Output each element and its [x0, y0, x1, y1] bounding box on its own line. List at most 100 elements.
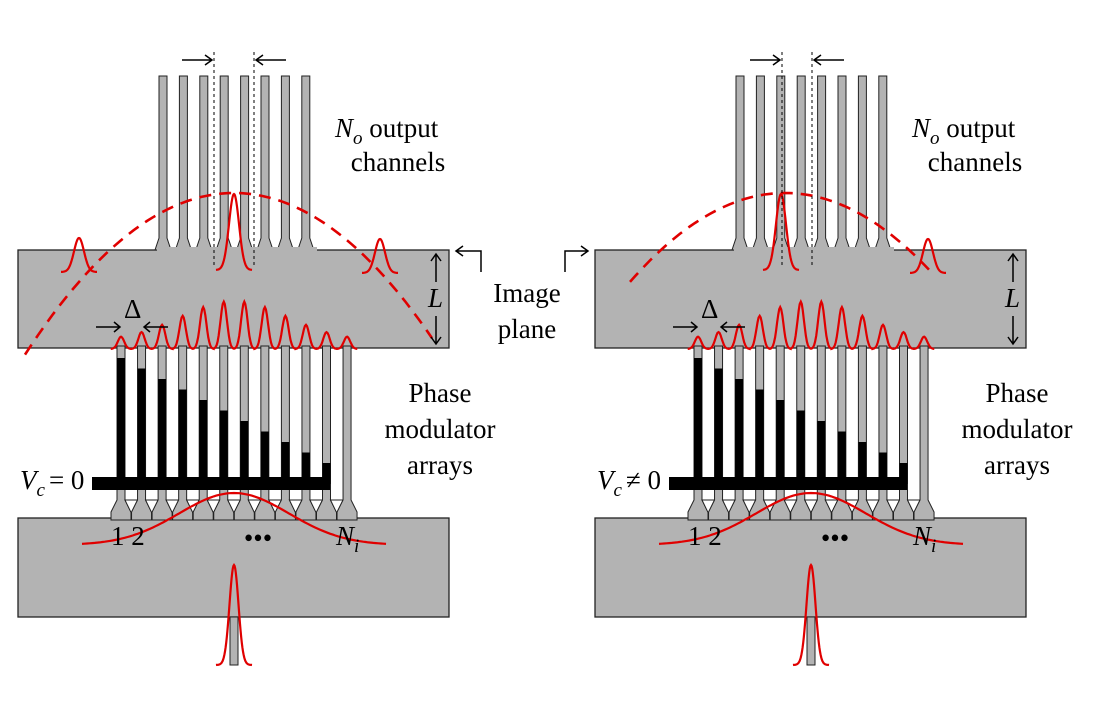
output-channels-label-line1: No output: [911, 113, 1016, 149]
output-label-rest: output: [940, 113, 1016, 143]
side-diffraction-order-right: [910, 237, 946, 274]
output-channel: [256, 75, 274, 251]
voltage-relation: = 0: [49, 465, 84, 495]
electrode-bar: [158, 379, 167, 484]
image-plane-label-line1: Image: [493, 278, 560, 308]
input-index-first: 1 2: [688, 521, 722, 551]
output-channel: [276, 75, 295, 251]
output-channels-label-line1: No output: [334, 113, 439, 149]
electrode-bar: [694, 358, 702, 484]
electrode-bar: [776, 400, 785, 484]
electrode-bar: [858, 442, 867, 484]
length-arrow-up-icon: [1007, 252, 1019, 282]
electrode-bar: [796, 410, 805, 484]
pitch-arrow-left-icon: [719, 321, 745, 333]
output-channel: [792, 75, 810, 251]
length-label: L: [1004, 283, 1020, 313]
output-count-subscript: o: [353, 128, 363, 149]
phase-label-line1: Phase: [409, 378, 472, 408]
length-arrow-down-icon: [430, 316, 442, 346]
phase-label-line3: arrays: [984, 450, 1050, 480]
pitch-label: Δ: [124, 294, 141, 324]
voltage-subscript: c: [37, 480, 46, 501]
voltage-symbol: V: [597, 465, 617, 495]
length-arrow-down-icon: [1007, 316, 1019, 346]
input-count-label: Ni: [912, 521, 936, 557]
far-field-envelope: [629, 191, 930, 283]
electrode-bar: [260, 431, 269, 484]
main-diffraction-order: [215, 192, 253, 271]
input-channel: [336, 345, 358, 521]
electrode-bar: [301, 452, 310, 484]
electrode-bar: [240, 421, 249, 484]
input-ellipsis: •••: [821, 523, 849, 553]
electrode-bar: [755, 389, 764, 484]
electrode-bus: [669, 477, 907, 490]
window-arrow-left-icon: [254, 54, 286, 66]
image-plane-label-line2: plane: [498, 314, 556, 344]
panel-right-vc-nonzero: No outputchannelsPhasemodulatorarraysLΔV…: [594, 52, 1073, 667]
output-channel-base: [157, 247, 317, 252]
pitch-arrow-right-icon: [96, 321, 122, 333]
electrode-bar: [837, 431, 846, 484]
coupler-field-envelope: [658, 491, 964, 545]
phase-label-line2: modulator: [962, 414, 1073, 444]
electrode-bus: [92, 477, 330, 490]
phase-modulator-electrodes: [92, 358, 331, 490]
input-channel: [316, 345, 337, 521]
voltage-symbol: V: [20, 465, 40, 495]
input-channel: [872, 345, 894, 521]
input-count-symbol: N: [335, 521, 356, 551]
voltage-subscript: c: [614, 480, 623, 501]
input-channel: [851, 345, 873, 521]
output-channel: [731, 75, 749, 251]
electrode-bar: [137, 368, 146, 484]
phase-label-line1: Phase: [986, 378, 1049, 408]
image-plane-marker-right: [564, 245, 590, 272]
output-slab-region: [594, 249, 1027, 349]
window-arrow-right-icon: [182, 54, 214, 66]
channel-field-peaks: [687, 298, 935, 351]
side-diffraction-order-right: [362, 237, 398, 274]
coupler-field-envelope: [81, 491, 387, 545]
output-channels: [731, 75, 894, 252]
image-plane-marker-left: [454, 245, 482, 272]
electrode-bar: [878, 452, 887, 484]
pitch-arrow-right-icon: [673, 321, 699, 333]
input-waveguide: [229, 616, 239, 666]
voltage-label: Vc= 0: [20, 465, 84, 501]
input-channel: [295, 345, 317, 521]
pitch-label: Δ: [701, 294, 718, 324]
output-count-subscript: o: [930, 128, 940, 149]
output-label-rest: output: [363, 113, 439, 143]
electrode-bar: [735, 379, 744, 484]
input-ellipsis: •••: [244, 523, 272, 553]
length-arrow-up-icon: [430, 252, 442, 282]
channel-field-peaks: [110, 298, 358, 351]
electrode-bar: [219, 410, 228, 484]
electrode-bar: [817, 421, 826, 484]
output-slab-region: [17, 249, 450, 349]
input-field-profile: [792, 563, 830, 667]
input-count-symbol: N: [912, 521, 933, 551]
output-channels-label-line2: channels: [351, 147, 445, 177]
output-channels: [154, 75, 317, 252]
phase-modulator-electrodes: [669, 358, 908, 490]
output-channels-label-line2: channels: [928, 147, 1022, 177]
phase-label-line2: modulator: [385, 414, 496, 444]
output-channel: [833, 75, 851, 251]
far-field-envelope: [23, 191, 434, 356]
input-count-label: Ni: [335, 521, 359, 557]
input-index-first: 1 2: [111, 521, 145, 551]
field-profiles: [629, 191, 964, 667]
electrode-bar: [199, 400, 208, 484]
electrode-bar: [322, 463, 331, 484]
length-label: L: [427, 283, 443, 313]
field-profiles: [23, 191, 434, 667]
phase-label-line3: arrays: [407, 450, 473, 480]
output-channel: [297, 75, 315, 251]
window-arrow-right-icon: [750, 54, 782, 66]
electrode-bar: [178, 389, 187, 484]
image-plane-annotation: Image plane: [454, 245, 590, 344]
